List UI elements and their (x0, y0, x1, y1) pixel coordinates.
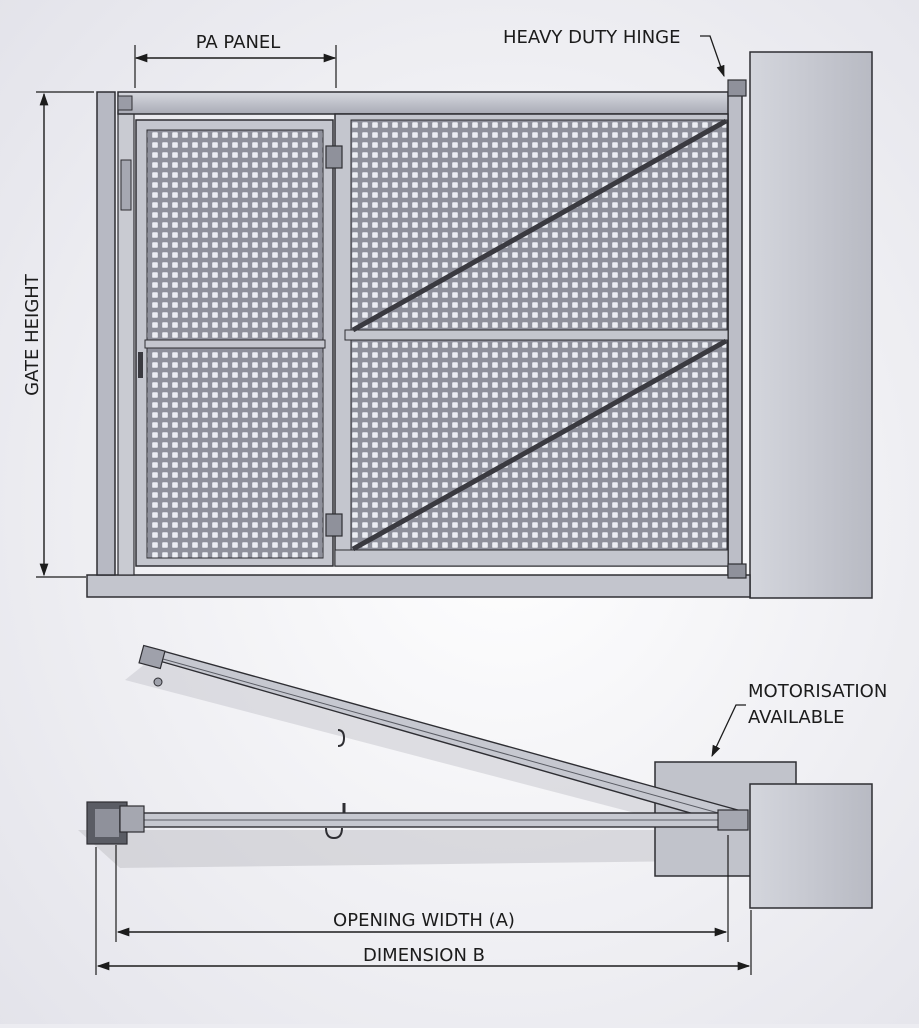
ground-base (86, 574, 751, 598)
heavy-duty-hinge-label: HEAVY DUTY HINGE (503, 27, 680, 48)
open-leaf-pin (153, 677, 163, 687)
wall-post (749, 51, 873, 599)
gate-plan (78, 644, 873, 909)
open-shadow (125, 660, 735, 830)
motorisation-callout: MOTORISATION AVAILABLE (711, 681, 887, 758)
open-leaf-handle (337, 729, 346, 747)
right-hinge-plan (717, 809, 749, 831)
main-mid-rail (344, 329, 729, 341)
pa-mesh-lower (146, 347, 324, 559)
gate-height-label: GATE HEIGHT (22, 273, 43, 396)
pa-hinge-top (325, 145, 343, 169)
motorisation-line1: MOTORISATION (748, 681, 887, 702)
opening-width-label: OPENING WIDTH (A) (333, 910, 515, 931)
pa-top-pivot (117, 95, 133, 111)
opening-width-dimension: OPENING WIDTH (A) (115, 835, 729, 942)
pa-mesh-upper (146, 129, 324, 341)
closed-shadow (78, 830, 780, 868)
brace-lower (351, 338, 728, 552)
gate-elevation (86, 51, 873, 599)
bottom-rail (334, 549, 729, 567)
pa-hinge-bottom (325, 513, 343, 537)
brace-upper (351, 118, 728, 333)
left-post (96, 91, 116, 576)
top-rail (117, 91, 739, 115)
right-stile (727, 91, 743, 576)
wall-post-plan (749, 783, 873, 909)
dimension-b: DIMENSION B (95, 847, 752, 975)
heavy-duty-hinge-bottom (727, 563, 747, 579)
motorisation-line2: AVAILABLE (748, 707, 844, 728)
closed-leaf-handle (325, 827, 343, 840)
pa-handle (138, 352, 143, 378)
pa-panel-label: PA PANEL (196, 32, 281, 53)
open-leaf-edge (144, 653, 741, 820)
heavy-duty-hinge-callout: HEAVY DUTY HINGE (503, 27, 725, 78)
gate-height-dimension: GATE HEIGHT (22, 91, 94, 578)
pa-panel-dimension: PA PANEL (134, 32, 337, 88)
left-hinge (119, 805, 145, 833)
pa-mid-rail (144, 339, 326, 349)
left-post-block (95, 809, 119, 837)
open-leaf-latch (138, 644, 166, 670)
closer-cylinder (120, 159, 132, 211)
dimension-b-label: DIMENSION B (363, 945, 485, 966)
heavy-duty-hinge-top (727, 79, 747, 97)
